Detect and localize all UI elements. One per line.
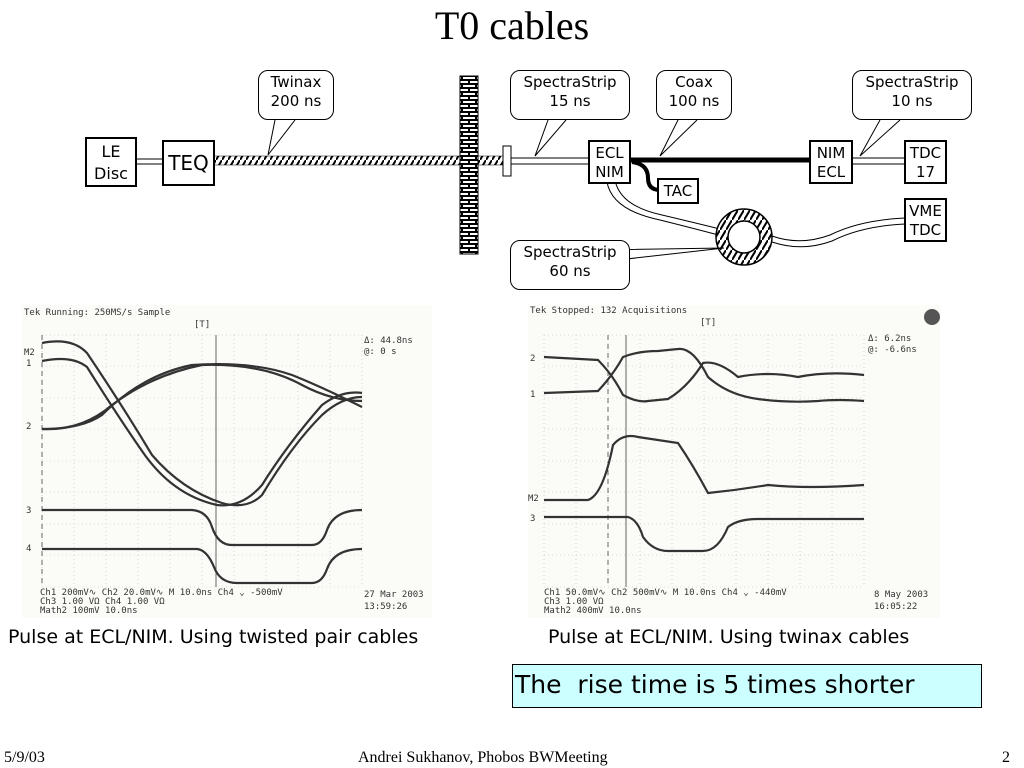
cable-tac [631, 160, 661, 192]
scope-right-trigger: [T] [700, 318, 716, 328]
scope-right-footer-1: Ch1 50.0mV∿ Ch2 500mV∿ M 10.0ns Ch4 ⌄ -4… [544, 588, 787, 598]
scope-right-screen: Tek Stopped: 132 Acquisitions [T] Δ: 6.2… [528, 306, 940, 616]
scope-left-footer-1: Ch1 200mV∿ Ch2 20.0mV∿ M 10.0ns Ch4 ⌄ -5… [40, 588, 283, 598]
scope-right-traces [543, 347, 865, 553]
scope-left-footer-3: Math2 100mV 10.0ns [40, 606, 138, 616]
scope-left-marker-4: 4 [26, 544, 31, 554]
slide-title: T0 cables [434, 3, 590, 48]
vme-tdc-box: VME TDC [904, 198, 947, 242]
scope-left-time: 13:59:26 [364, 602, 407, 612]
caption-right: Pulse at ECL/NIM. Using twinax cables [548, 626, 910, 648]
scope-right-delta: Δ: 6.2ns [868, 334, 911, 344]
scope-left-marker-m2: M2 [24, 348, 35, 358]
cable-diagram: LE Disc TEQ ECL NIM TAC NIM ECL TDC 17 V… [0, 60, 1024, 300]
scope-right-time: 16:05:22 [874, 602, 917, 612]
scope-right: Tek Stopped: 132 Acquisitions [T] Δ: 6.2… [528, 305, 940, 618]
scope-left-screen: Tek Running: 250MS/s Sample [T] Δ: 44.8n… [24, 308, 424, 616]
caption-left: Pulse at ECL/NIM. Using twisted pair cab… [8, 626, 419, 648]
scope-right-at: @: -6.6ns [868, 345, 917, 355]
ecl-nim-box: ECL NIM [588, 140, 631, 184]
scope-right-date: 8 May 2003 [874, 590, 928, 600]
scope-right-footer-2: Ch3 1.00 VΩ [544, 597, 604, 607]
scope-left-at: @: 0 s [364, 347, 397, 357]
scope-left-date: 27 Mar 2003 [364, 590, 424, 600]
scope-right-marker-m2: M2 [528, 494, 539, 504]
cable-spectrastrip60 [606, 181, 723, 237]
scope-left-traces [41, 340, 363, 585]
scope-left-trigger: [T] [194, 320, 210, 330]
scope-left: Tek Running: 250MS/s Sample [T] Δ: 44.8n… [22, 305, 432, 618]
scope-left-header: Tek Running: 250MS/s Sample [24, 308, 170, 318]
nim-ecl-box: NIM ECL [809, 140, 853, 184]
wall [459, 75, 479, 255]
footer-center: Andrei Sukhanov, Phobos BWMeeting [358, 749, 608, 766]
scope-left-marker-3: 3 [26, 506, 31, 516]
callout-spectrastrip-10: SpectraStrip 10 ns [852, 70, 972, 120]
scope-right-header: Tek Stopped: 132 Acquisitions [530, 306, 687, 316]
callout-twinax: Twinax 200 ns [258, 70, 334, 120]
connector [502, 145, 512, 177]
callout-spectrastrip-15: SpectraStrip 15 ns [510, 70, 630, 120]
scope-left-delta: Δ: 44.8ns [364, 336, 413, 346]
callout-spectrastrip-60: SpectraStrip 60 ns [510, 240, 630, 290]
rise-time-note: The rise time is 5 times shorter [512, 664, 982, 708]
scope-right-marker-1: 1 [530, 390, 535, 400]
callout-coax: Coax 100 ns [656, 70, 732, 120]
scope-left-marker-2: 2 [26, 422, 31, 432]
scope-left-marker-1: 1 [26, 359, 31, 369]
scope-left-footer-2: Ch3 1.00 VΩ Ch4 1.00 VΩ [40, 597, 165, 607]
footer-page: 2 [1002, 749, 1010, 766]
tdc17-box: TDC 17 [904, 140, 947, 184]
footer-date: 5/9/03 [4, 749, 45, 766]
scope-right-footer-3: Math2 400mV 10.0ns [544, 606, 642, 616]
cable-lines [137, 75, 906, 266]
scope-right-marker-2: 2 [530, 354, 535, 364]
tac-box: TAC [657, 178, 699, 204]
scope-right-marker-3: 3 [530, 514, 535, 524]
teq-box: TEQ [162, 140, 215, 186]
le-disc-box: LE Disc [85, 137, 137, 187]
